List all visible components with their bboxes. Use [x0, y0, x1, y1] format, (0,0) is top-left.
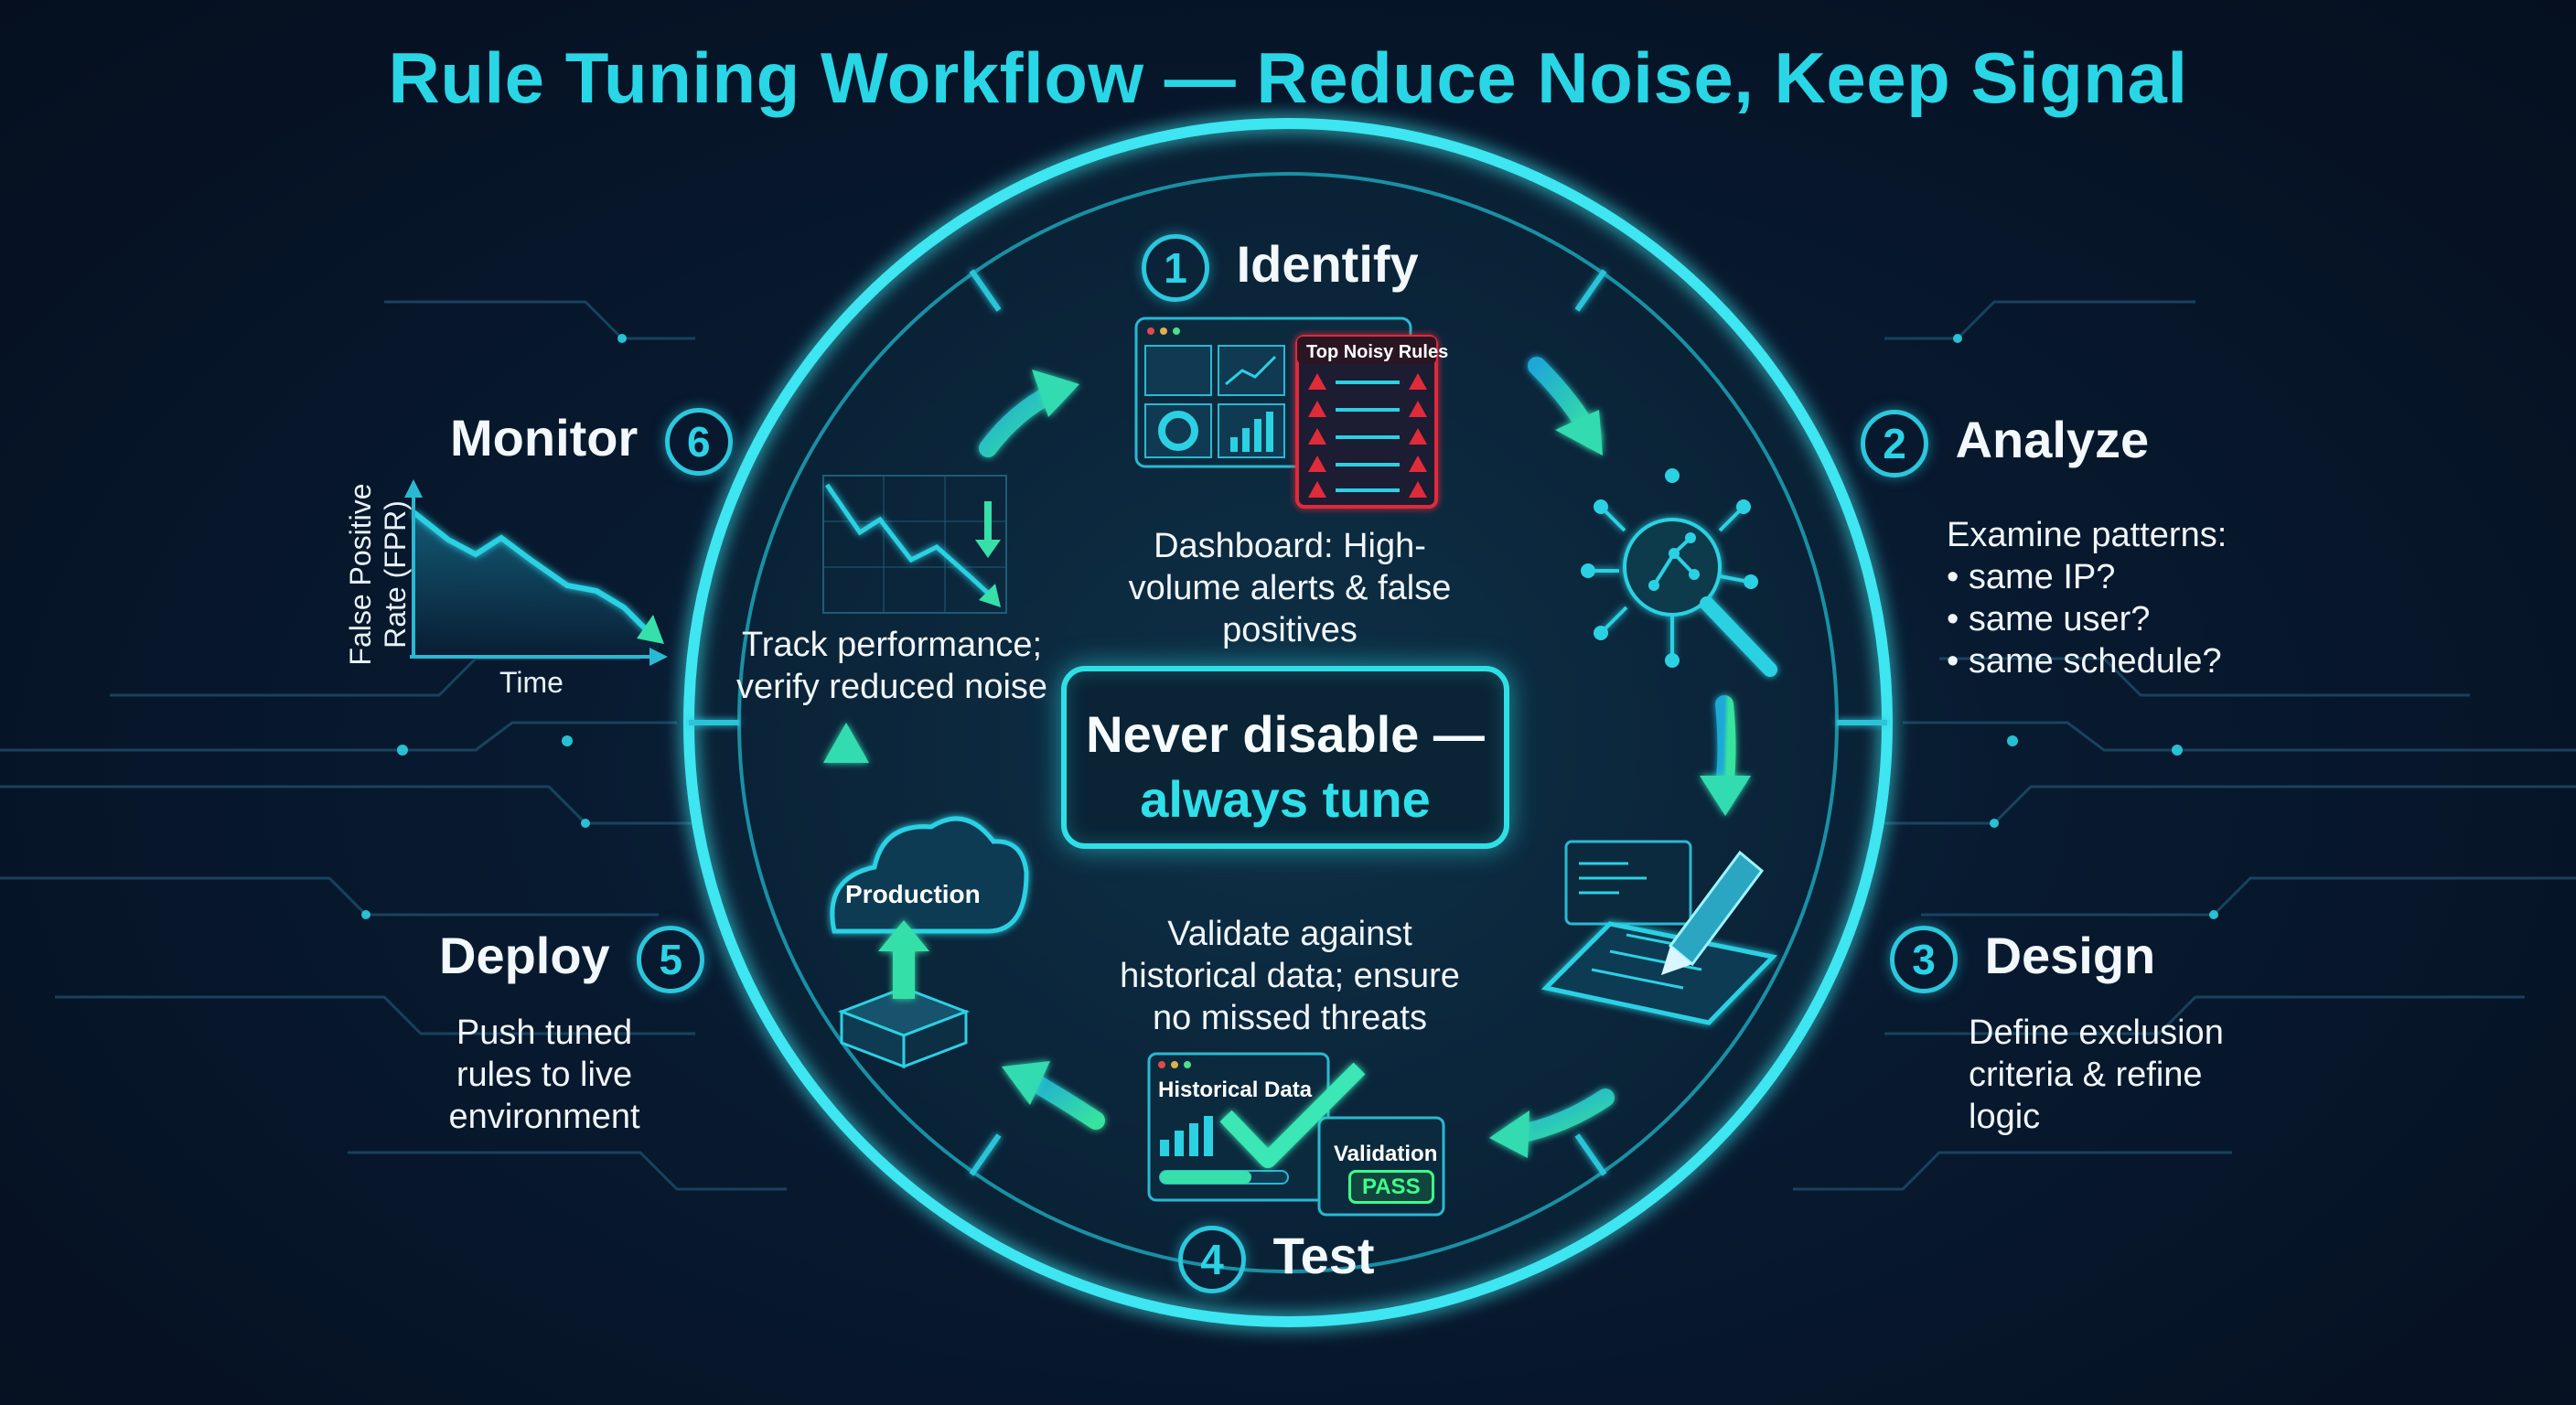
- production-label: Production: [845, 880, 981, 908]
- step-deploy-description: Push tuned rules to live environment: [448, 1014, 640, 1136]
- analyze-bullet: • same schedule?: [1947, 642, 2222, 681]
- dashboard-illustration: [1134, 316, 1438, 509]
- step-test-title: 4 Test: [1178, 1226, 1375, 1294]
- fpr-y-axis-label: False Positive Rate (FPR): [344, 483, 412, 666]
- step-test-description: Validate against historical data; ensure…: [1120, 915, 1460, 1037]
- analyze-description-title: Examine patterns:: [1947, 516, 2227, 554]
- step-number-badge: 2: [1861, 410, 1928, 478]
- network-node-dots: [1581, 468, 1758, 668]
- noisy-rule-warning-icons: [1308, 373, 1427, 498]
- validation-panel: [1317, 1116, 1445, 1217]
- pass-status-badge: PASS: [1348, 1170, 1434, 1204]
- step-number-badge: 1: [1142, 234, 1209, 303]
- pass-status-text: PASS: [1348, 1170, 1434, 1204]
- analyze-bullet: • same IP?: [1947, 558, 2116, 596]
- step-number-badge: 3: [1890, 926, 1958, 994]
- step-number-badge: 5: [637, 926, 705, 994]
- flow-arrowheads: [823, 370, 1751, 1158]
- circuit-traces: [0, 300, 2576, 1191]
- step-title-text: Deploy: [439, 927, 610, 984]
- step-monitor-title: Monitor 6: [450, 408, 733, 477]
- step-identify-description: Dashboard: High-volume alerts & false po…: [1128, 527, 1452, 649]
- step-deploy-title: Deploy 5: [439, 926, 705, 994]
- step-design-description: Define exclusion criteria & refine logic: [1969, 1014, 2224, 1136]
- step-title-text: Monitor: [450, 409, 639, 467]
- fpr-chart: [404, 479, 668, 666]
- top-noisy-rules-label: Top Noisy Rules: [1306, 342, 1449, 362]
- production-cloud-icon: [830, 816, 1029, 934]
- validation-label: Validation: [1334, 1142, 1438, 1166]
- step-title-text: Identify: [1236, 235, 1419, 293]
- step-analyze-title: 2 Analyze: [1861, 410, 2150, 478]
- fpr-x-axis-label: Time: [499, 666, 564, 699]
- step-monitor-description: Track performance; verify reduced noise: [735, 626, 1048, 706]
- step-title-text: Design: [1984, 927, 2156, 984]
- step-number-badge: 6: [664, 408, 733, 477]
- center-message-line2: always tune: [1140, 770, 1431, 828]
- analyze-bullet: • same user?: [1947, 600, 2151, 638]
- tablet-pencil-icon: [1540, 840, 1777, 1025]
- step-analyze-description: Examine patterns: • same IP? • same user…: [1947, 514, 2276, 682]
- magnifier-network-icon: [1590, 507, 1777, 677]
- segment-dividers: [689, 269, 1887, 1176]
- step-number-badge: 4: [1178, 1226, 1246, 1294]
- center-message-box: Never disable — always tune: [1061, 666, 1509, 849]
- step-design-title: 3 Design: [1890, 926, 2156, 994]
- center-message-line1: Never disable —: [1086, 705, 1485, 763]
- historical-data-label: Historical Data: [1158, 1078, 1313, 1102]
- step-title-text: Analyze: [1955, 411, 2150, 468]
- fpr-series-line: [412, 509, 650, 634]
- server-upload-icon: [837, 920, 971, 1069]
- checkmark-icon: [1219, 1062, 1366, 1168]
- step-title-text: Test: [1272, 1227, 1375, 1284]
- monitor-trend-chart: [822, 475, 1007, 614]
- circuit-nodes: [361, 334, 2218, 919]
- page-title: Rule Tuning Workflow — Reduce Noise, Kee…: [388, 38, 2188, 118]
- step-identify-title: 1 Identify: [1142, 234, 1419, 303]
